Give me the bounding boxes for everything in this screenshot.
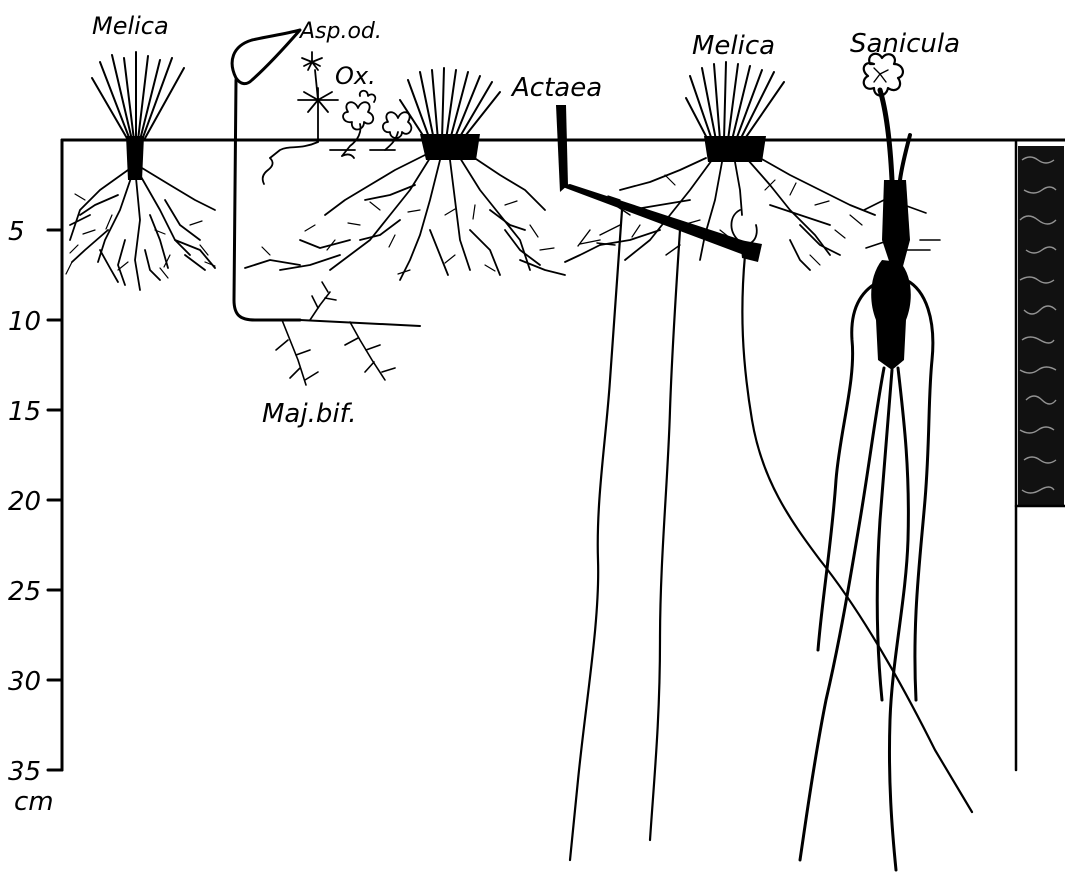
majanthemum-plant [232,30,420,385]
melica-left-plant [66,52,215,290]
label-melica-left: Melica [92,12,169,40]
sanicula-plant [800,54,940,870]
label-sanicula: Sanicula [850,29,960,59]
depth-tick-30: 30 [8,667,41,697]
label-asp-od: Asp.od. [298,19,382,44]
depth-tick-20: 20 [8,487,41,517]
actaea-plant [556,105,972,860]
label-maj-bif: Maj.bif. [262,399,357,429]
depth-unit-label: cm [14,787,54,817]
oxalis-plant [330,91,411,158]
depth-tick-15: 15 [8,397,41,427]
stone-column [1016,146,1065,506]
depth-tick-5: 5 [8,217,25,247]
depth-axis [48,230,62,770]
label-actaea: Actaea [510,73,602,103]
depth-tick-25: 25 [8,577,41,607]
label-melica-right: Melica [692,31,775,61]
asperula-plant [263,52,338,184]
depth-tick-10: 10 [8,307,41,337]
depth-tick-35: 35 [8,757,41,787]
label-ox: Ox. [335,62,376,90]
